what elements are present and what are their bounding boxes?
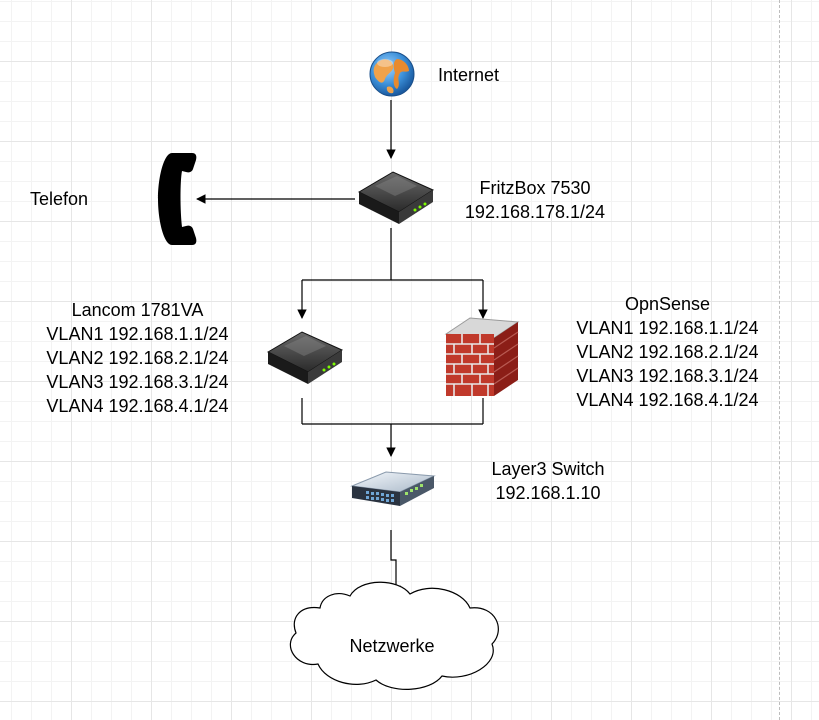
switch-name: Layer3 Switch <box>491 459 605 479</box>
netzwerke-label: Netzwerke <box>349 636 435 656</box>
switch-icon[interactable] <box>350 471 436 506</box>
connectors <box>196 100 488 595</box>
firewall-icon[interactable] <box>444 317 520 396</box>
phone-handset-icon[interactable] <box>158 153 197 245</box>
lancom-vlan1: VLAN1 192.168.1.1/24 <box>46 324 229 344</box>
switch-label: Layer3 Switch 192.168.1.10 <box>478 457 618 505</box>
cloud-icon[interactable] <box>289 581 499 690</box>
opnsense-vlan2: VLAN2 192.168.2.1/24 <box>576 342 759 362</box>
router-icon[interactable] <box>357 171 435 224</box>
telefon-label: Telefon <box>30 189 89 209</box>
page-boundary <box>779 0 780 720</box>
globe-icon[interactable] <box>369 51 415 97</box>
lancom-vlan2: VLAN2 192.168.2.1/24 <box>46 348 229 368</box>
opnsense-vlan3: VLAN3 192.168.3.1/24 <box>576 366 759 386</box>
fritzbox-label: FritzBox 7530 192.168.178.1/24 <box>460 176 610 224</box>
lancom-vlan4: VLAN4 192.168.4.1/24 <box>46 396 229 416</box>
fritzbox-name: FritzBox 7530 <box>479 178 591 198</box>
opnsense-name: OpnSense <box>624 294 711 314</box>
lancom-name: Lancom 1781VA <box>71 300 204 320</box>
opnsense-label: OpnSense VLAN1 192.168.1.1/24 VLAN2 192.… <box>560 292 775 412</box>
opnsense-vlan4: VLAN4 192.168.4.1/24 <box>576 390 759 410</box>
opnsense-vlan1: VLAN1 192.168.1.1/24 <box>576 318 759 338</box>
switch-ip: 192.168.1.10 <box>495 483 601 503</box>
lancom-vlan3: VLAN3 192.168.3.1/24 <box>46 372 229 392</box>
internet-label: Internet <box>438 65 500 85</box>
lancom-label: Lancom 1781VA VLAN1 192.168.1.1/24 VLAN2… <box>30 298 245 418</box>
fritzbox-ip: 192.168.178.1/24 <box>464 202 606 222</box>
edge-switch-netzwerke <box>390 530 401 595</box>
router-icon[interactable] <box>266 331 344 384</box>
